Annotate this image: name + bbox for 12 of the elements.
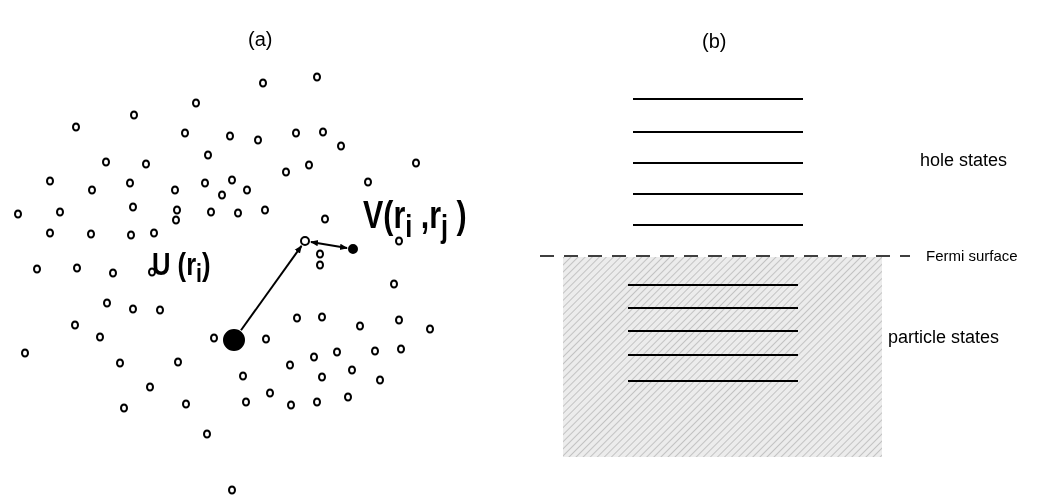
particle-dot xyxy=(300,236,310,246)
interaction-label: V(r$_{i}$ ,r$_{j}$ ) xyxy=(363,194,467,245)
fermi-surface-label: Fermi surface xyxy=(926,247,1018,264)
particle-dot xyxy=(348,244,358,254)
large-particle-dot xyxy=(223,329,245,351)
panel-label: (b) xyxy=(702,30,727,53)
arrow xyxy=(240,244,303,332)
double-arrow xyxy=(309,240,349,250)
panel-label: (a) xyxy=(248,28,273,51)
state-label: particle states xyxy=(888,327,1000,348)
potential-label: U (r$_{i}$) xyxy=(152,246,211,290)
state-label: hole states xyxy=(920,150,1008,171)
